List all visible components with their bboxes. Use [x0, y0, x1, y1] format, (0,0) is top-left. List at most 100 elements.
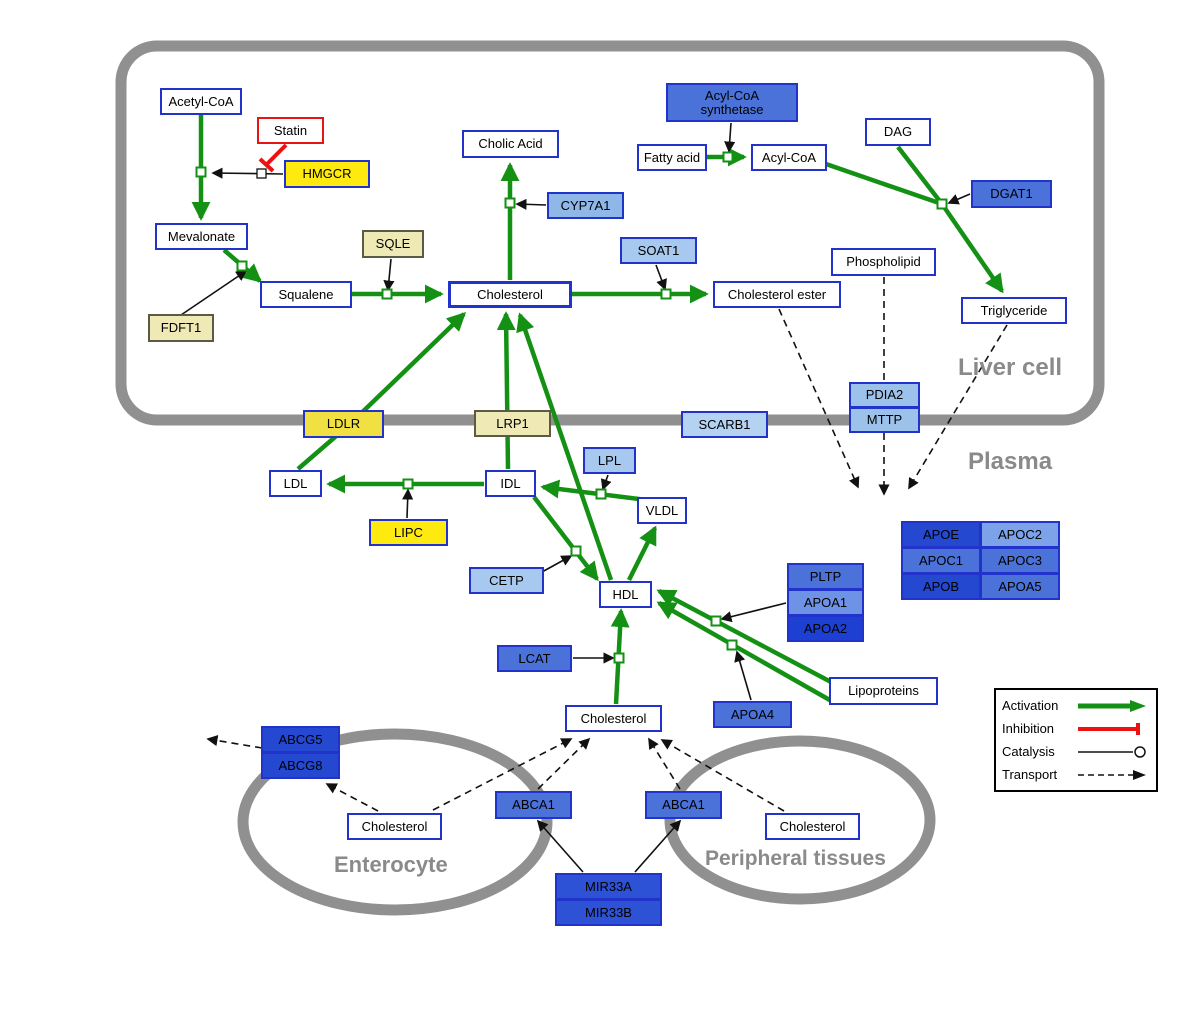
node-lipc[interactable]: LIPC	[369, 519, 448, 546]
node-hdl[interactable]: HDL	[599, 581, 652, 608]
node-apoa4[interactable]: APOA4	[713, 701, 792, 728]
node-acyl-coa[interactable]: Acyl-CoA	[751, 144, 827, 171]
node-sqle[interactable]: SQLE	[362, 230, 424, 258]
node-mir33b[interactable]: MIR33B	[555, 899, 662, 926]
node-abcg5[interactable]: ABCG5	[261, 726, 340, 753]
node-vldl[interactable]: VLDL	[637, 497, 687, 524]
node-cyp7a1[interactable]: CYP7A1	[547, 192, 624, 219]
node-pdia2[interactable]: PDIA2	[849, 382, 920, 408]
node-apoc1[interactable]: APOC1	[901, 547, 981, 574]
node-abca1-left[interactable]: ABCA1	[495, 791, 572, 819]
plasma-label: Plasma	[968, 448, 1053, 475]
inhibition-tbar-icon	[1078, 722, 1140, 735]
activation-edges	[191, 115, 1004, 705]
node-apoa2[interactable]: APOA2	[787, 615, 864, 642]
node-apob[interactable]: APOB	[901, 573, 981, 600]
node-cholesterol-enterocyte[interactable]: Cholesterol	[347, 813, 442, 840]
node-apoc2[interactable]: APOC2	[980, 521, 1060, 548]
legend-inhibition-row: Inhibition	[1002, 721, 1150, 737]
node-soat1[interactable]: SOAT1	[620, 237, 697, 264]
activation-hdl-vldl	[626, 525, 658, 582]
activation-ldl-ldlr-cholesterol	[296, 312, 467, 471]
transport-abcg58-out	[206, 735, 263, 749]
node-mir33a[interactable]: MIR33A	[555, 873, 662, 900]
node-acyl-coa-synthetase[interactable]: Acyl-CoA synthetase	[666, 83, 798, 122]
node-hmgcr[interactable]: HMGCR	[284, 160, 370, 188]
reaction-nodes	[195, 151, 948, 664]
node-ldl[interactable]: LDL	[269, 470, 322, 497]
activation-dag-node	[896, 145, 944, 206]
node-apoa5[interactable]: APOA5	[980, 573, 1060, 600]
catalysis-sqle	[383, 258, 395, 292]
node-mevalonate[interactable]: Mevalonate	[155, 223, 248, 250]
catalysis-edges	[180, 122, 971, 873]
activation-lipoproteins-hdl-2	[656, 601, 837, 705]
activation-arrow-icon	[1078, 699, 1146, 712]
transport-enterocyte-cholesterol-plasma	[432, 738, 573, 811]
node-ldlr[interactable]: LDLR	[303, 410, 384, 438]
liver-cell-membrane	[115, 40, 1105, 426]
node-apoa1[interactable]: APOA1	[787, 589, 864, 616]
transport-abca1left-cholesterol	[537, 737, 591, 790]
inhibition-statin-tbar	[258, 157, 275, 173]
node-lpl[interactable]: LPL	[583, 447, 636, 474]
node-idl[interactable]: IDL	[485, 470, 536, 497]
legend-inhibition-label: Inhibition	[1002, 721, 1055, 736]
legend-catalysis-label: Catalysis	[1002, 744, 1055, 759]
node-scarb1[interactable]: SCARB1	[681, 411, 768, 438]
node-cholic-acid[interactable]: Cholic Acid	[462, 130, 559, 158]
node-cholesterol-plasma[interactable]: Cholesterol	[565, 705, 662, 732]
activation-vldl-idl	[540, 479, 648, 503]
activation-acylcoa-node	[825, 161, 943, 207]
transport-cholesterolester-plasma	[778, 308, 860, 489]
node-cetp[interactable]: CETP	[469, 567, 544, 594]
catalysis-hmgcr	[211, 167, 284, 179]
node-triglyceride[interactable]: Triglyceride	[961, 297, 1067, 324]
node-apoc3[interactable]: APOC3	[980, 547, 1060, 574]
node-fdft1[interactable]: FDFT1	[148, 314, 214, 342]
activation-idl-lrp1-cholesterol	[496, 311, 516, 470]
inhibition-statin-line	[264, 143, 288, 167]
node-fatty-acid[interactable]: Fatty acid	[637, 144, 707, 171]
node-lcat[interactable]: LCAT	[497, 645, 572, 672]
node-pltp[interactable]: PLTP	[787, 563, 864, 590]
liver-cell-label: Liver cell	[958, 354, 1063, 381]
node-abca1-right[interactable]: ABCA1	[645, 791, 722, 819]
node-abcg8[interactable]: ABCG8	[261, 752, 340, 779]
transport-abca1right-cholesterol	[648, 737, 681, 790]
catalysis-mir33-abca1-left	[536, 819, 584, 873]
compartment-shapes	[115, 40, 1105, 916]
node-acetyl-coa[interactable]: Acetyl-CoA	[160, 88, 242, 115]
node-phospholipid[interactable]: Phospholipid	[831, 248, 936, 276]
node-mttp[interactable]: MTTP	[849, 407, 920, 433]
catalysis-apoa1	[720, 602, 787, 623]
catalysis-lipc	[402, 488, 414, 519]
catalysis-apoa4	[734, 650, 752, 701]
node-squalene[interactable]: Squalene	[260, 281, 352, 308]
node-lipoproteins[interactable]: Lipoproteins	[829, 677, 938, 705]
activation-lipoproteins-hdl-1	[656, 589, 833, 684]
catalysis-acylcoa-synthetase	[724, 122, 736, 153]
inhibition-target-square	[256, 168, 267, 179]
catalysis-lpl	[600, 474, 612, 491]
activation-idl-hdl-cetp	[532, 495, 599, 582]
node-lrp1[interactable]: LRP1	[474, 410, 551, 437]
node-dag[interactable]: DAG	[865, 118, 931, 146]
activation-node-triglyceride	[940, 202, 1004, 294]
peripheral-tissues-label: Peripheral tissues	[705, 847, 886, 870]
catalysis-dgat1	[947, 193, 971, 205]
catalysis-cyp7a1	[515, 198, 547, 210]
inhibition-edges	[258, 143, 288, 173]
legend-activation-row: Activation	[1002, 698, 1150, 714]
catalysis-cetp	[541, 555, 573, 573]
node-cholesterol-peripheral[interactable]: Cholesterol	[765, 813, 860, 840]
legend-transport-row: Transport	[1002, 767, 1150, 783]
catalysis-soat1	[655, 264, 667, 291]
node-apoe[interactable]: APOE	[901, 521, 981, 548]
node-cholesterol-ester[interactable]: Cholesterol ester	[713, 281, 841, 308]
node-cholesterol-liver[interactable]: Cholesterol	[448, 281, 572, 308]
node-statin[interactable]: Statin	[257, 117, 324, 144]
node-dgat1[interactable]: DGAT1	[971, 180, 1052, 208]
